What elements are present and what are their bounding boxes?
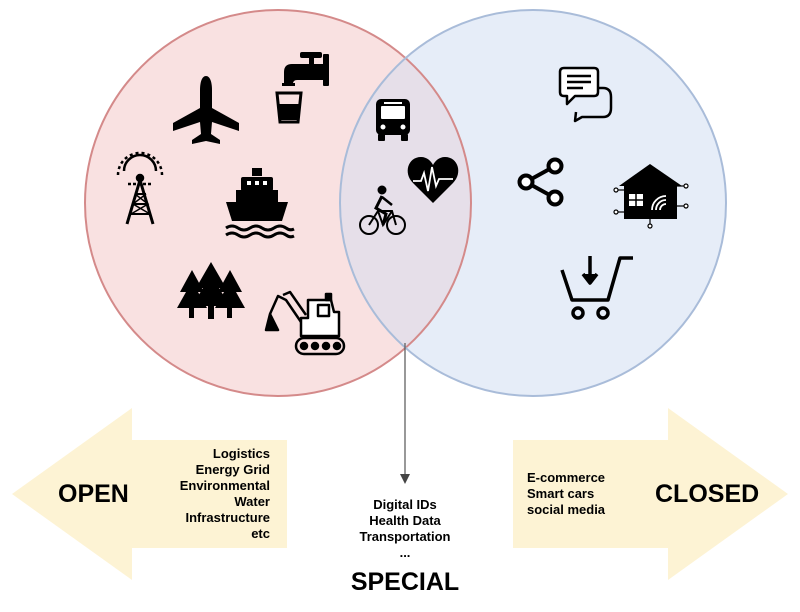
list-item: Digital IDs (373, 497, 437, 512)
closed-circle-outline (339, 9, 727, 397)
open-label: OPEN (58, 480, 129, 508)
shopping-cart-icon (560, 256, 633, 320)
heart-pulse-icon (407, 157, 459, 203)
cyclist-icon (359, 185, 406, 235)
chat-bubbles-icon (558, 66, 613, 123)
list-item: Health Data (369, 513, 441, 528)
excavator-icon (264, 290, 346, 356)
airplane-icon (173, 76, 239, 144)
open-circle-outline (84, 9, 472, 397)
overlap-region (340, 10, 471, 396)
special-label: SPECIAL (350, 568, 460, 596)
list-item: Transportation (359, 529, 451, 544)
closed-arrow (513, 408, 788, 580)
radio-tower-icon (116, 151, 164, 225)
special-items-list: Digital IDs Health Data Transportation .… (325, 497, 485, 561)
list-item: Energy Grid (195, 462, 270, 477)
list-item: Logistics (212, 446, 270, 461)
list-item: social media (527, 502, 606, 517)
closed-label: CLOSED (655, 480, 760, 508)
bus-icon (376, 99, 410, 141)
list-item: E-commerce (527, 470, 606, 485)
forest-icon (177, 262, 245, 319)
smart-home-icon (613, 164, 689, 229)
list-item: Environmental (179, 478, 270, 493)
open-items-list: Logistics Energy Grid Environmental Wate… (150, 446, 270, 542)
ship-icon (225, 168, 295, 239)
list-item: etc (251, 526, 270, 541)
special-pointer-arrow (400, 343, 410, 484)
water-tap-icon (275, 52, 329, 124)
share-icon (517, 157, 564, 207)
closed-items-list: E-commerce Smart cars social media (527, 470, 647, 518)
list-item: ... (399, 545, 411, 560)
list-item: Water (234, 494, 270, 509)
list-item: Smart cars (527, 486, 595, 501)
list-item: Infrastructure (185, 510, 270, 525)
open-arrow (12, 408, 287, 580)
